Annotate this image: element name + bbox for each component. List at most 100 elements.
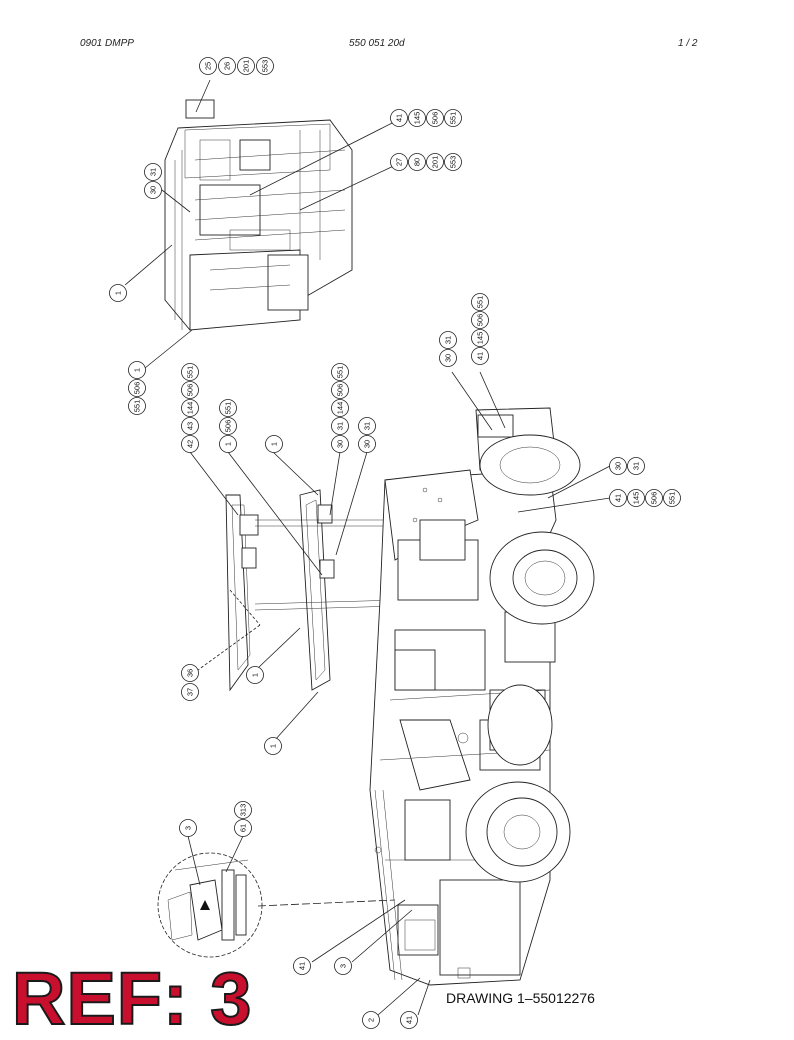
- svg-text:506: 506: [431, 112, 440, 125]
- balloon-1: 1: [128, 361, 146, 379]
- balloon-37: 37: [181, 683, 199, 701]
- balloon-41: 41: [400, 1011, 418, 1029]
- svg-text:1: 1: [269, 744, 278, 748]
- balloon-551: 551: [181, 363, 199, 381]
- svg-text:31: 31: [149, 168, 158, 176]
- balloon-26: 26: [218, 57, 236, 75]
- svg-text:30: 30: [149, 186, 158, 194]
- balloon-1: 1: [219, 435, 237, 453]
- balloon-30: 30: [331, 435, 349, 453]
- svg-text:551: 551: [186, 366, 195, 379]
- balloon-27: 27: [390, 153, 408, 171]
- svg-text:31: 31: [632, 462, 641, 470]
- svg-text:25: 25: [204, 62, 213, 70]
- svg-text:30: 30: [444, 354, 453, 362]
- svg-text:551: 551: [668, 492, 677, 505]
- svg-text:3: 3: [339, 964, 348, 968]
- balloon-551: 551: [128, 397, 146, 415]
- reference-stamp: REF: 3: [11, 957, 253, 1040]
- svg-text:506: 506: [650, 492, 659, 505]
- svg-text:1: 1: [114, 291, 123, 295]
- balloon-1: 1: [109, 284, 127, 302]
- balloon-41: 41: [609, 489, 627, 507]
- svg-text:41: 41: [614, 494, 623, 502]
- balloon-1: 1: [265, 435, 283, 453]
- svg-text:551: 551: [476, 296, 485, 309]
- balloon-1: 1: [264, 737, 282, 755]
- svg-text:145: 145: [632, 492, 641, 505]
- svg-text:61: 61: [239, 824, 248, 832]
- balloon-41: 41: [471, 347, 489, 365]
- balloon-31: 31: [358, 417, 376, 435]
- upper-leader-lines: [124, 79, 403, 369]
- svg-text:26: 26: [223, 62, 232, 70]
- balloon-30: 30: [358, 435, 376, 453]
- balloon-41: 41: [390, 109, 408, 127]
- svg-text:30: 30: [336, 440, 345, 448]
- platform-leader-lines: [189, 451, 368, 741]
- svg-text:506: 506: [186, 384, 195, 397]
- balloon-2: 2: [362, 1011, 380, 1029]
- header-part-number: 550 051 20d: [349, 38, 405, 49]
- svg-text:27: 27: [395, 158, 404, 166]
- svg-text:506: 506: [476, 314, 485, 327]
- balloon-31: 31: [144, 163, 162, 181]
- balloon-553: 553: [256, 57, 274, 75]
- vehicle-leader-lines: [311, 371, 611, 1016]
- svg-text:144: 144: [336, 402, 345, 415]
- balloon-313: 313: [234, 801, 252, 819]
- balloon-145: 145: [408, 109, 426, 127]
- balloon-31: 31: [331, 417, 349, 435]
- svg-text:553: 553: [449, 156, 458, 169]
- svg-text:553: 553: [261, 60, 270, 73]
- vehicle-illustration: [369, 407, 595, 986]
- balloon-30: 30: [609, 457, 627, 475]
- header-page-number: 1 / 2: [678, 38, 698, 49]
- balloon-30: 30: [439, 349, 457, 367]
- svg-text:37: 37: [186, 688, 195, 696]
- svg-text:551: 551: [133, 400, 142, 413]
- balloon-506: 506: [181, 381, 199, 399]
- balloon-551: 551: [219, 399, 237, 417]
- svg-text:41: 41: [298, 962, 307, 970]
- balloon-551: 551: [331, 363, 349, 381]
- svg-text:506: 506: [133, 382, 142, 395]
- svg-text:551: 551: [336, 366, 345, 379]
- svg-text:43: 43: [186, 422, 195, 430]
- svg-text:30: 30: [614, 462, 623, 470]
- balloon-80: 80: [408, 153, 426, 171]
- balloon-3: 3: [334, 957, 352, 975]
- balloon-30: 30: [144, 181, 162, 199]
- balloon-201: 201: [426, 153, 444, 171]
- balloon-506: 506: [471, 311, 489, 329]
- balloon-144: 144: [331, 399, 349, 417]
- balloon-506: 506: [219, 417, 237, 435]
- svg-text:2: 2: [367, 1018, 376, 1022]
- balloon-61: 61: [234, 819, 252, 837]
- svg-text:145: 145: [413, 112, 422, 125]
- svg-text:201: 201: [242, 60, 251, 73]
- upper-assembly-illustration: [164, 99, 353, 331]
- balloon-145: 145: [627, 489, 645, 507]
- balloon-551: 551: [444, 109, 462, 127]
- svg-text:201: 201: [431, 156, 440, 169]
- balloon-551: 551: [663, 489, 681, 507]
- balloon-506: 506: [331, 381, 349, 399]
- svg-text:30: 30: [363, 440, 372, 448]
- balloon-42: 42: [181, 435, 199, 453]
- svg-text:31: 31: [444, 336, 453, 344]
- svg-text:41: 41: [395, 114, 404, 122]
- platform-illustration: [197, 489, 401, 692]
- svg-text:1: 1: [270, 442, 279, 446]
- balloon-144: 144: [181, 399, 199, 417]
- svg-text:1: 1: [251, 673, 260, 677]
- balloon-3: 3: [179, 819, 197, 837]
- balloon-25: 25: [199, 57, 217, 75]
- svg-text:313: 313: [239, 804, 248, 817]
- svg-text:41: 41: [476, 352, 485, 360]
- svg-text:36: 36: [186, 669, 195, 677]
- svg-text:41: 41: [405, 1016, 414, 1024]
- svg-text:1: 1: [133, 368, 142, 372]
- svg-text:144: 144: [186, 402, 195, 415]
